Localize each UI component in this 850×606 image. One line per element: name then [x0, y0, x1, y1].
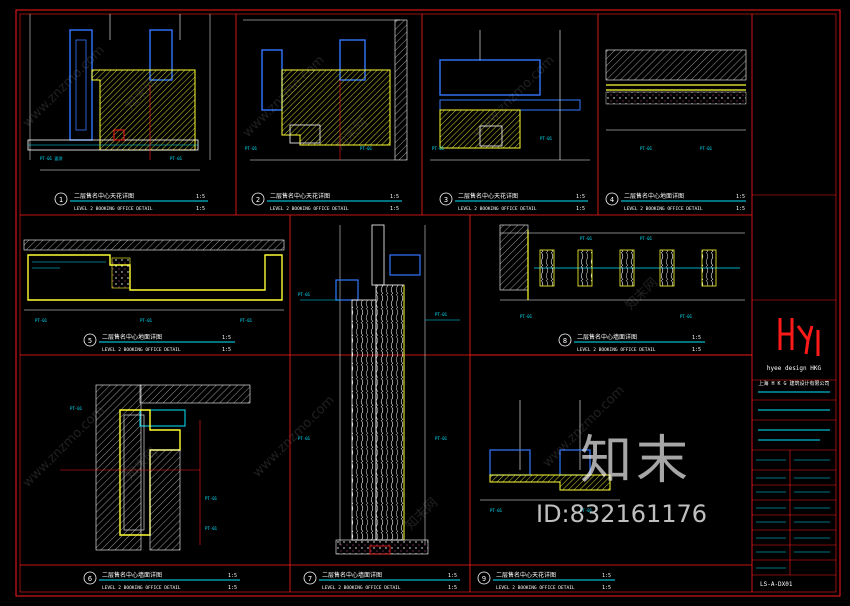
- panel-title-en: LEVEL 2 BOOKING OFFICE DETAIL: [496, 585, 575, 591]
- svg-text:PT-01: PT-01: [360, 146, 373, 151]
- panel-number: 4: [610, 196, 614, 204]
- panel-scale: 1:5: [222, 347, 231, 353]
- panel-number: 8: [563, 337, 567, 345]
- svg-text:PT-01: PT-01: [640, 236, 653, 241]
- panel-title-en: LEVEL 2 BOOKING OFFICE DETAIL: [102, 585, 181, 591]
- panel-scale: 1:5: [576, 194, 585, 200]
- svg-text:PT-01: PT-01: [70, 406, 83, 411]
- panel-title-8: 8 二层售名中心墙面详图 LEVEL 2 BOOKING OFFICE DETA…: [558, 333, 705, 353]
- panel-title-en: LEVEL 2 BOOKING OFFICE DETAIL: [624, 206, 703, 212]
- panel-scale: 1:5: [448, 573, 457, 579]
- panel-title-cn: 二层售名中心天花详图: [270, 192, 330, 200]
- panel-title-cn: 二层售名中心天花详图: [496, 571, 556, 579]
- watermark-id: ID:832161176: [536, 500, 708, 528]
- panel-scale: 1:5: [692, 335, 701, 341]
- panel-title-bars: 1 二层售名中心天花详图 LEVEL 2 BOOKING OFFICE DETA…: [54, 192, 746, 591]
- drawing-number: LS-A-DX01: [760, 581, 793, 588]
- panel-scale: 1:5: [196, 206, 205, 212]
- svg-text:PT-01: PT-01: [35, 318, 48, 323]
- panel-title-cn: 二层售名中心地面详图: [624, 192, 684, 200]
- panel-title-cn: 二层售名中心天花详图: [74, 192, 134, 200]
- panel-title-cn: 二层售名中心墙面详图: [102, 571, 162, 579]
- panel-title-2: 2 二层售名中心天花详图 LEVEL 2 BOOKING OFFICE DETA…: [251, 192, 402, 212]
- panel-number: 9: [482, 575, 486, 583]
- detail-drawing-9: PT-01 PT-01: [480, 400, 620, 513]
- svg-text:PT-01: PT-01: [580, 508, 593, 513]
- panel-title-cn: 二层售名中心墙面详图: [577, 333, 637, 341]
- svg-text:PT-01: PT-01: [490, 508, 503, 513]
- svg-text:PT-01: PT-01: [140, 318, 153, 323]
- svg-text:PT-01: PT-01: [540, 136, 553, 141]
- svg-text:PT-01: PT-01: [240, 318, 253, 323]
- title-block: hyee design HKG 上海 H K G 建筑设计有限公司 LS-A-: [752, 194, 836, 588]
- company-name-en: hyee design HKG: [767, 365, 822, 372]
- panel-scale: 1:5: [222, 335, 231, 341]
- svg-text:PT-01: PT-01: [205, 496, 218, 501]
- panel-title-1: 1 二层售名中心天花详图 LEVEL 2 BOOKING OFFICE DETA…: [54, 192, 208, 212]
- detail-drawing-2: PT-01 PT-01: [243, 19, 408, 161]
- svg-text:PT-01: PT-01: [435, 436, 448, 441]
- panel-scale: 1:5: [390, 206, 399, 212]
- svg-text:PT-01: PT-01: [205, 526, 218, 531]
- detail-drawing-4: PT-01 PT-01: [605, 49, 747, 151]
- svg-text:PT-01: PT-01: [520, 314, 533, 319]
- panel-title-en: LEVEL 2 BOOKING OFFICE DETAIL: [270, 206, 349, 212]
- svg-text:PT-01: PT-01: [700, 146, 713, 151]
- panel-number: 2: [256, 196, 260, 204]
- panel-scale: 1:5: [602, 585, 611, 591]
- panel-number: 1: [59, 196, 63, 204]
- detail-drawing-7: PT-01 PT-01 PT-01 PT-01: [298, 224, 460, 555]
- panel-scale: 1:5: [602, 573, 611, 579]
- company-name-cn: 上海 H K G 建筑设计有限公司: [758, 380, 829, 387]
- panel-title-4: 4 二层售名中心地面详图 LEVEL 2 BOOKING OFFICE DETA…: [605, 192, 746, 212]
- inner-frame: [19, 13, 837, 593]
- svg-text:PT-01: PT-01: [170, 156, 183, 161]
- watermark-brand: 知末: [580, 431, 693, 491]
- panel-title-3: 3 二层售名中心天花详图 LEVEL 2 BOOKING OFFICE DETA…: [439, 192, 588, 212]
- panel-number: 5: [88, 337, 92, 345]
- panel-scale: 1:5: [736, 194, 745, 200]
- panel-scale: 1:5: [692, 347, 701, 353]
- panel-title-en: LEVEL 2 BOOKING OFFICE DETAIL: [458, 206, 537, 212]
- panel-scale: 1:5: [736, 206, 745, 212]
- panel-title-en: LEVEL 2 BOOKING OFFICE DETAIL: [74, 206, 153, 212]
- svg-text:PT-01: PT-01: [680, 314, 693, 319]
- panel-scale: 1:5: [228, 573, 237, 579]
- detail-drawing-1: PT-01 面涂 PT-01: [27, 14, 211, 171]
- svg-text:PT-01: PT-01: [580, 236, 593, 241]
- detail-drawing-5: PT-01 PT-01 PT-01: [23, 239, 285, 323]
- svg-text:PT-01: PT-01: [298, 436, 311, 441]
- panel-title-5: 5 二层售名中心地面详图 LEVEL 2 BOOKING OFFICE DETA…: [83, 333, 235, 353]
- panel-number: 6: [88, 575, 92, 583]
- panel-scale: 1:5: [196, 194, 205, 200]
- svg-text:PT-01: PT-01: [435, 312, 448, 317]
- svg-text:PT-01 面涂: PT-01 面涂: [40, 155, 62, 161]
- svg-text:PT-01: PT-01: [640, 146, 653, 151]
- panel-title-9: 9 二层售名中心天花详图 LEVEL 2 BOOKING OFFICE DETA…: [477, 571, 615, 591]
- panel-number: 7: [308, 575, 312, 583]
- outer-frame: [15, 9, 841, 597]
- panel-title-7: 7 二层售名中心墙面详图 LEVEL 2 BOOKING OFFICE DETA…: [303, 571, 460, 591]
- panel-scale: 1:5: [390, 194, 399, 200]
- svg-text:PT-01: PT-01: [432, 146, 445, 151]
- panel-title-cn: 二层售名中心地面详图: [102, 333, 162, 341]
- panel-title-en: LEVEL 2 BOOKING OFFICE DETAIL: [577, 347, 656, 353]
- panel-number: 3: [444, 196, 448, 204]
- panel-scale: 1:5: [448, 585, 457, 591]
- panel-title-en: LEVEL 2 BOOKING OFFICE DETAIL: [322, 585, 401, 591]
- panel-title-cn: 二层售名中心天花详图: [458, 192, 518, 200]
- detail-drawing-6: PT-01 PT-01 PT-01: [60, 384, 251, 551]
- detail-drawing-8: PT-01 PT-01 PT-01 PT-01: [499, 224, 745, 319]
- panel-title-en: LEVEL 2 BOOKING OFFICE DETAIL: [102, 347, 181, 353]
- panel-scale: 1:5: [576, 206, 585, 212]
- detail-drawing-3: PT-01 PT-01: [430, 30, 590, 161]
- panel-title-6: 6 二层售名中心墙面详图 LEVEL 2 BOOKING OFFICE DETA…: [83, 571, 240, 591]
- panel-title-cn: 二层售名中心墙面详图: [322, 571, 382, 579]
- company-logo: [778, 318, 820, 356]
- svg-text:PT-01: PT-01: [298, 292, 311, 297]
- panel-scale: 1:5: [228, 585, 237, 591]
- svg-text:PT-01: PT-01: [245, 146, 258, 151]
